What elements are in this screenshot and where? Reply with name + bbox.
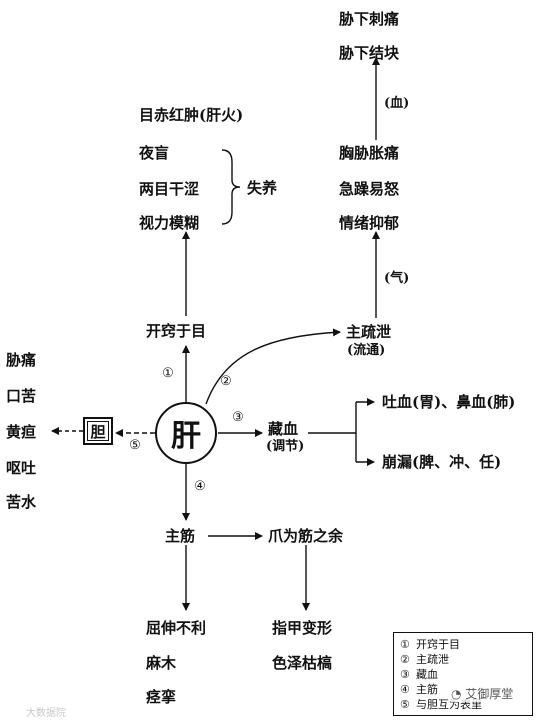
legend-num: ① <box>400 638 410 651</box>
watermark-right-text: 艾御厚堂 <box>465 687 514 701</box>
eye-opening-node: 开窍于目 <box>146 322 207 340</box>
flexion-difficulty-label: 屈伸不利 <box>146 619 207 637</box>
brace-malnourish <box>221 149 241 225</box>
arrow-liver-to-dispersion <box>205 328 341 405</box>
gallbladder-label: 胆 <box>90 422 106 441</box>
legend-item: ③ 藏血 <box>400 667 532 682</box>
night-blindness-label: 夜盲 <box>139 144 170 162</box>
legend-item: ② 主疏泄 <box>400 652 532 667</box>
hematemesis-label: 吐血(胃)、鼻血(肺) <box>382 393 516 411</box>
legend-item: ④ 主筋 <box>400 682 532 697</box>
number-4: ④ <box>194 479 206 494</box>
number-1: ① <box>162 366 174 381</box>
dry-luster-label: 色泽枯槁 <box>272 654 333 672</box>
nails-node: 爪为筋之余 <box>268 527 344 545</box>
liver-node: 肝 <box>155 402 217 464</box>
hypochondrium-stabbing-label: 胁下刺痛 <box>339 10 400 28</box>
hypochondrium-mass-label: 胁下结块 <box>339 44 400 62</box>
blood-storage-sub-label: (调节) <box>266 439 305 454</box>
watermark-right: ◔ 艾御厚堂 <box>451 685 514 702</box>
spasm-label: 痉挛 <box>146 688 177 706</box>
legend-text: 藏血 <box>416 668 438 681</box>
liver-label: 肝 <box>171 419 201 454</box>
bitter-mouth-label: 口苦 <box>6 387 37 405</box>
metrorrhagia-label: 崩漏(脾、冲、任) <box>382 453 502 471</box>
tendon-node: 主筋 <box>165 527 196 545</box>
legend-num: ⑤ <box>400 698 410 711</box>
dispersion-node: 主疏泄 <box>346 323 392 341</box>
legend-text: 主疏泄 <box>416 653 449 666</box>
qi-label: (气) <box>384 271 410 286</box>
gallbladder-node: 胆 <box>83 417 113 445</box>
watermark-left: 大数据院 <box>26 708 66 719</box>
hypochondriac-pain-label: 胁痛 <box>6 351 37 369</box>
blood-label: (血) <box>384 96 410 111</box>
legend-num: ② <box>400 653 410 666</box>
legend-num: ④ <box>400 683 410 696</box>
number-2: ② <box>220 374 232 389</box>
nail-deformity-label: 指甲变形 <box>272 619 333 637</box>
legend-text: 开窍于目 <box>416 638 460 651</box>
malnourish-label: 失养 <box>247 179 278 197</box>
number-5: ⑤ <box>129 438 141 453</box>
chest-distension-label: 胸胁胀痛 <box>339 144 400 162</box>
vomiting-label: 呕吐 <box>6 459 37 477</box>
irritability-label: 急躁易怒 <box>339 180 400 198</box>
number-3: ③ <box>232 410 244 425</box>
legend-num: ③ <box>400 668 410 681</box>
dry-eyes-label: 两目干涩 <box>139 180 200 198</box>
eye-redness-label: 目赤红肿(肝火) <box>139 106 244 124</box>
depression-label: 情绪抑郁 <box>339 214 400 232</box>
legend-item: ① 开窍于目 <box>400 637 532 652</box>
legend-text: 主筋 <box>416 683 438 696</box>
blood-storage-node: 藏血 <box>268 420 299 438</box>
wechat-icon: ◔ <box>451 687 466 701</box>
jaundice-label: 黄疸 <box>6 423 37 441</box>
numbness-label: 麻木 <box>146 654 177 672</box>
blurred-vision-label: 视力模糊 <box>139 214 200 232</box>
dispersion-sub-label: (流通) <box>347 343 386 358</box>
bitter-water-label: 苦水 <box>6 493 37 511</box>
